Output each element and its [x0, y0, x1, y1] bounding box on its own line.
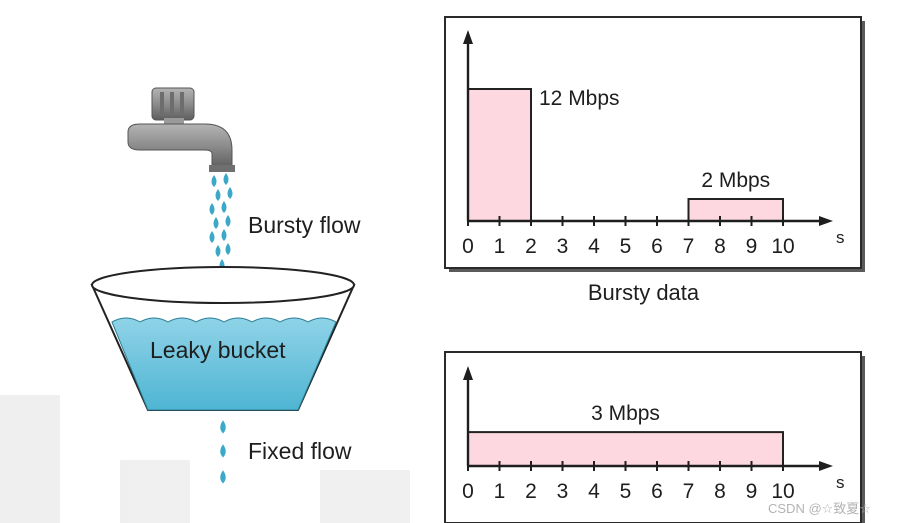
x-tick-label: 3 [557, 480, 569, 503]
x-tick-label: 0 [462, 480, 474, 503]
bar-value-label: 12 Mbps [539, 87, 620, 110]
water-drop-icon [215, 245, 221, 257]
water-drop-icon [227, 187, 233, 199]
bar-value-label: 2 Mbps [701, 169, 770, 192]
x-tick-label: 9 [746, 480, 758, 503]
x-axis-title: Bursty data [588, 280, 700, 305]
water-drop-icon [223, 173, 229, 185]
water-drop-icon [211, 175, 217, 187]
water-drop-icon [225, 243, 231, 255]
bursty-water-drops [209, 173, 233, 281]
water-drop-icon [220, 444, 226, 458]
x-tick-label: 4 [588, 235, 600, 258]
bar-value-label: 3 Mbps [591, 402, 660, 425]
y-axis-arrow [463, 30, 473, 44]
water-drop-icon [209, 203, 215, 215]
water-drop-icon [220, 470, 226, 484]
x-unit-label: s [836, 473, 845, 492]
water-drop-icon [221, 201, 227, 213]
water-drop-icon [215, 189, 221, 201]
x-tick-label: 6 [651, 235, 663, 258]
chart-bar [687, 198, 784, 222]
x-tick-label: 10 [771, 235, 794, 258]
x-tick-label: 3 [557, 235, 569, 258]
water-drop-icon [209, 231, 215, 243]
leaky-bucket-icon [90, 266, 356, 411]
water-drop-icon [213, 217, 219, 229]
x-tick-label: 1 [494, 480, 506, 503]
leaky-bucket-label: Leaky bucket [150, 337, 286, 363]
y-axis-arrow [463, 366, 473, 380]
x-tick-label: 9 [746, 235, 758, 258]
x-tick-label: 8 [714, 235, 726, 258]
x-tick-label: 5 [620, 235, 632, 258]
x-tick-label: 7 [683, 480, 695, 503]
chart-bar [467, 88, 532, 222]
x-tick-label: 5 [620, 480, 632, 503]
x-axis-arrow [819, 461, 833, 471]
x-tick-label: 7 [683, 235, 695, 258]
background-watermark [0, 395, 410, 523]
fixed-flow-label: Fixed flow [248, 438, 352, 464]
watermark-text: CSDN @☆致夏☆ [768, 501, 871, 516]
x-tick-label: 2 [525, 480, 537, 503]
water-drop-icon [221, 229, 227, 241]
water-drop-icon [220, 420, 226, 434]
bursty-flow-label: Bursty flow [248, 212, 361, 238]
x-tick-label: 2 [525, 235, 537, 258]
x-tick-label: 4 [588, 480, 600, 503]
x-tick-label: 0 [462, 235, 474, 258]
x-tick-label: 8 [714, 480, 726, 503]
chart-bar [467, 431, 784, 468]
water-drop-icon [225, 215, 231, 227]
x-tick-label: 6 [651, 480, 663, 503]
x-axis-arrow [819, 216, 833, 226]
fixed-water-drops [220, 420, 226, 484]
x-tick-label: 1 [494, 235, 506, 258]
faucet-icon [127, 87, 235, 172]
x-tick-label: 10 [771, 480, 794, 503]
x-unit-label: s [836, 228, 845, 247]
